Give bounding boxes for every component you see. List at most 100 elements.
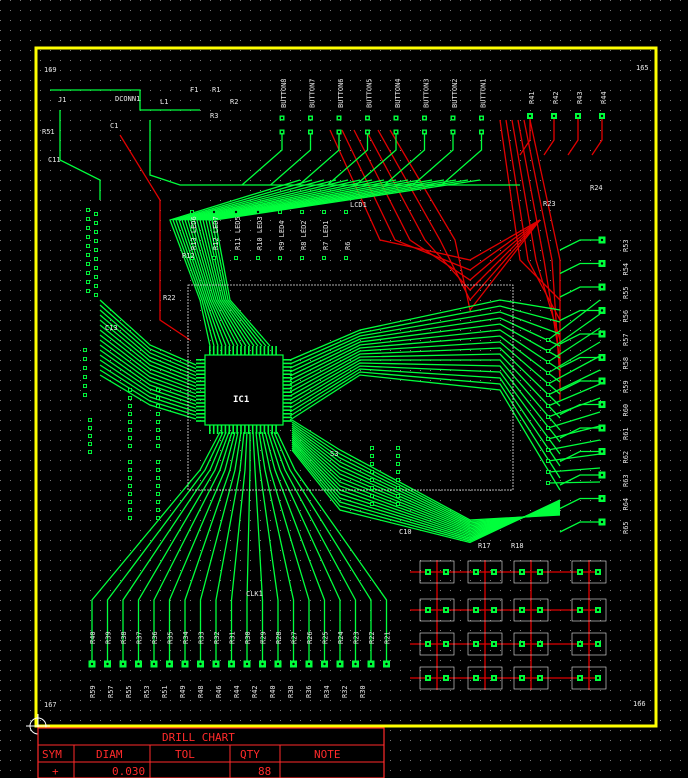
button-header-label: BUTTON6 <box>337 78 345 108</box>
drill-hole <box>600 309 604 312</box>
bottom-top-label: R26 <box>306 631 314 644</box>
bottom-top-label: R28 <box>275 631 283 644</box>
label-r12: R12 <box>182 252 195 260</box>
drill-hole <box>322 256 326 260</box>
drill-hole <box>256 210 260 214</box>
drill-hole <box>600 403 604 406</box>
connector-trace <box>547 439 601 451</box>
drill-hole <box>128 484 132 488</box>
drill-hole <box>156 404 160 408</box>
drill-hole <box>480 116 483 120</box>
drill-hole <box>83 366 87 370</box>
drill-hole <box>492 608 496 612</box>
drill-hole <box>520 570 524 574</box>
bottom-bottom-label: R48 <box>197 685 205 698</box>
drill-hole <box>322 210 326 214</box>
ic1-pin <box>196 391 205 393</box>
bottom-top-label: R23 <box>353 631 361 644</box>
drill-hole <box>88 426 92 430</box>
label-c10: C10 <box>399 528 412 536</box>
bottom-top-label: R25 <box>322 631 330 644</box>
drill-hole <box>385 662 388 666</box>
button-header-label: BUTTON3 <box>423 78 431 108</box>
ic1-pin <box>271 425 273 434</box>
label-dconn1: DCONN1 <box>115 95 140 103</box>
drill-hole <box>128 444 132 448</box>
bus-trace <box>289 374 561 491</box>
bus-trace <box>99 309 197 373</box>
switch-outline <box>571 560 607 584</box>
bus-trace <box>211 179 469 347</box>
power-trace <box>50 89 200 111</box>
ic1-pin <box>283 405 292 408</box>
drill-hole <box>370 470 374 474</box>
drill-hole <box>546 470 550 474</box>
ic1-pin <box>283 416 292 419</box>
drill-hole <box>88 434 92 438</box>
drill-hole <box>444 608 448 612</box>
drill-hole <box>338 662 342 666</box>
drill-hole <box>600 114 604 118</box>
switch-outline <box>571 666 607 690</box>
drill-hole <box>183 662 187 666</box>
drill-hole <box>600 426 604 430</box>
bottom-trace <box>199 431 242 664</box>
drill-hole <box>396 454 400 458</box>
ic1-body[interactable] <box>204 354 284 426</box>
top-right-label: R41 <box>528 91 536 104</box>
bus-trace <box>99 359 197 409</box>
drill-hole <box>394 130 398 134</box>
bus-trace <box>289 371 561 479</box>
bottom-trace <box>106 431 224 664</box>
bottom-bottom-label: R55 <box>125 685 133 698</box>
cell-qty: 88 <box>258 765 271 778</box>
drill-hole <box>396 470 400 474</box>
bus-trace <box>99 349 197 402</box>
bottom-top-label: R36 <box>151 631 159 644</box>
ic1-pin <box>283 391 292 393</box>
bottom-trace <box>184 431 239 664</box>
drill-hole <box>94 293 98 297</box>
bus-trace <box>523 119 561 381</box>
right-column-label: R63 <box>622 474 630 487</box>
right-trace <box>559 309 602 322</box>
drill-hole <box>106 662 109 666</box>
bottom-trace <box>246 432 251 664</box>
drill-hole <box>230 662 233 666</box>
ic1-pin <box>275 346 277 355</box>
drill-hole <box>546 481 550 485</box>
drill-hole <box>600 238 604 242</box>
right-column-label: R58 <box>622 357 630 370</box>
drill-hole <box>337 130 341 134</box>
ic1-pin <box>283 359 292 361</box>
ic1-pin <box>224 346 227 355</box>
drill-hole <box>83 393 87 397</box>
drill-hole <box>309 116 312 120</box>
drill-hole <box>94 257 98 261</box>
drill-hole <box>546 404 550 408</box>
ic1-pin <box>196 420 205 422</box>
label-r18: R18 <box>511 542 524 550</box>
drill-hole <box>300 210 304 214</box>
drill-hole <box>128 500 132 504</box>
right-column-label: R62 <box>622 451 630 464</box>
drill-hole <box>576 114 580 118</box>
bus-trace <box>99 304 197 370</box>
drill-hole <box>546 360 550 364</box>
switch-outline <box>419 598 455 622</box>
drill-hole <box>344 256 348 260</box>
ic1-pin <box>209 425 211 434</box>
drill-hole <box>234 256 238 260</box>
drill-hole <box>86 226 90 230</box>
drill-hole <box>520 676 524 680</box>
ic1-pin <box>267 425 270 434</box>
button-header-label: BUTTON8 <box>280 78 288 108</box>
bus-trace <box>289 299 561 361</box>
switch-outline <box>419 560 455 584</box>
connector-trace <box>547 453 601 462</box>
drill-hole <box>546 415 550 419</box>
led-label: R13 LED6 <box>190 216 198 250</box>
bus-trace <box>99 314 197 377</box>
